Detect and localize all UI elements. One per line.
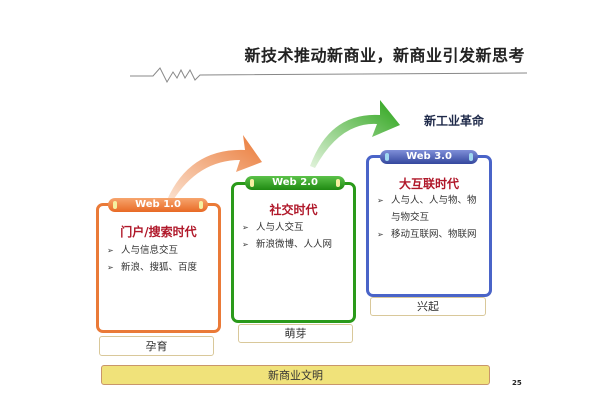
bullet: 新浪微博、人人网: [242, 236, 349, 253]
stage-label-incubation: 孕育: [99, 336, 214, 356]
orange-growth-arrow: [167, 135, 262, 202]
page-number: 25: [512, 379, 522, 387]
web3-card: 大互联时代 人与人、人与物、物与物交互 移动互联网、物联网: [366, 155, 492, 297]
pill-dot: [336, 179, 340, 187]
web1-heading: 门户/搜索时代: [120, 225, 197, 239]
stage-label-sprouting: 萌芽: [238, 324, 353, 343]
pill-dot: [469, 153, 473, 161]
web2-heading: 社交时代: [269, 203, 318, 217]
web2-bullets: 人与人交互 新浪微博、人人网: [242, 219, 349, 253]
bullet: 新浪、搜狐、百度: [107, 259, 214, 276]
new-industrial-revolution-label: 新工业革命: [424, 114, 485, 128]
green-growth-arrow: [310, 100, 400, 168]
pill-dot: [250, 179, 254, 187]
pill-dot: [113, 201, 117, 209]
web1-bullets: 人与信息交互 新浪、搜狐、百度: [107, 242, 214, 276]
web1-card: 门户/搜索时代 人与信息交互 新浪、搜狐、百度: [96, 203, 221, 333]
web1-pill: Web 1.0: [108, 198, 208, 212]
pill-dot: [385, 153, 389, 161]
bullet: 人与人、人与物、物与物交互: [377, 192, 485, 226]
new-business-civilization-banner: 新商业文明: [101, 365, 490, 385]
pill-dot: [199, 201, 203, 209]
web3-heading: 大互联时代: [398, 177, 459, 191]
web3-pill-label: Web 3.0: [406, 151, 452, 162]
web2-pill: Web 2.0: [245, 176, 345, 190]
slide-title: 新技术推动新商业，新商业引发新思考: [244, 46, 525, 65]
bullet: 人与人交互: [242, 219, 349, 236]
bullet: 人与信息交互: [107, 242, 214, 259]
web3-pill: Web 3.0: [380, 150, 478, 164]
web1-pill-label: Web 1.0: [135, 199, 181, 210]
web2-card: 社交时代 人与人交互 新浪微博、人人网: [231, 182, 356, 323]
bullet: 移动互联网、物联网: [377, 226, 485, 243]
stage-label-rise: 兴起: [370, 297, 486, 316]
title-divider-pulse-line: [130, 67, 528, 84]
web3-bullets: 人与人、人与物、物与物交互 移动互联网、物联网: [377, 192, 485, 243]
web2-pill-label: Web 2.0: [272, 177, 318, 188]
